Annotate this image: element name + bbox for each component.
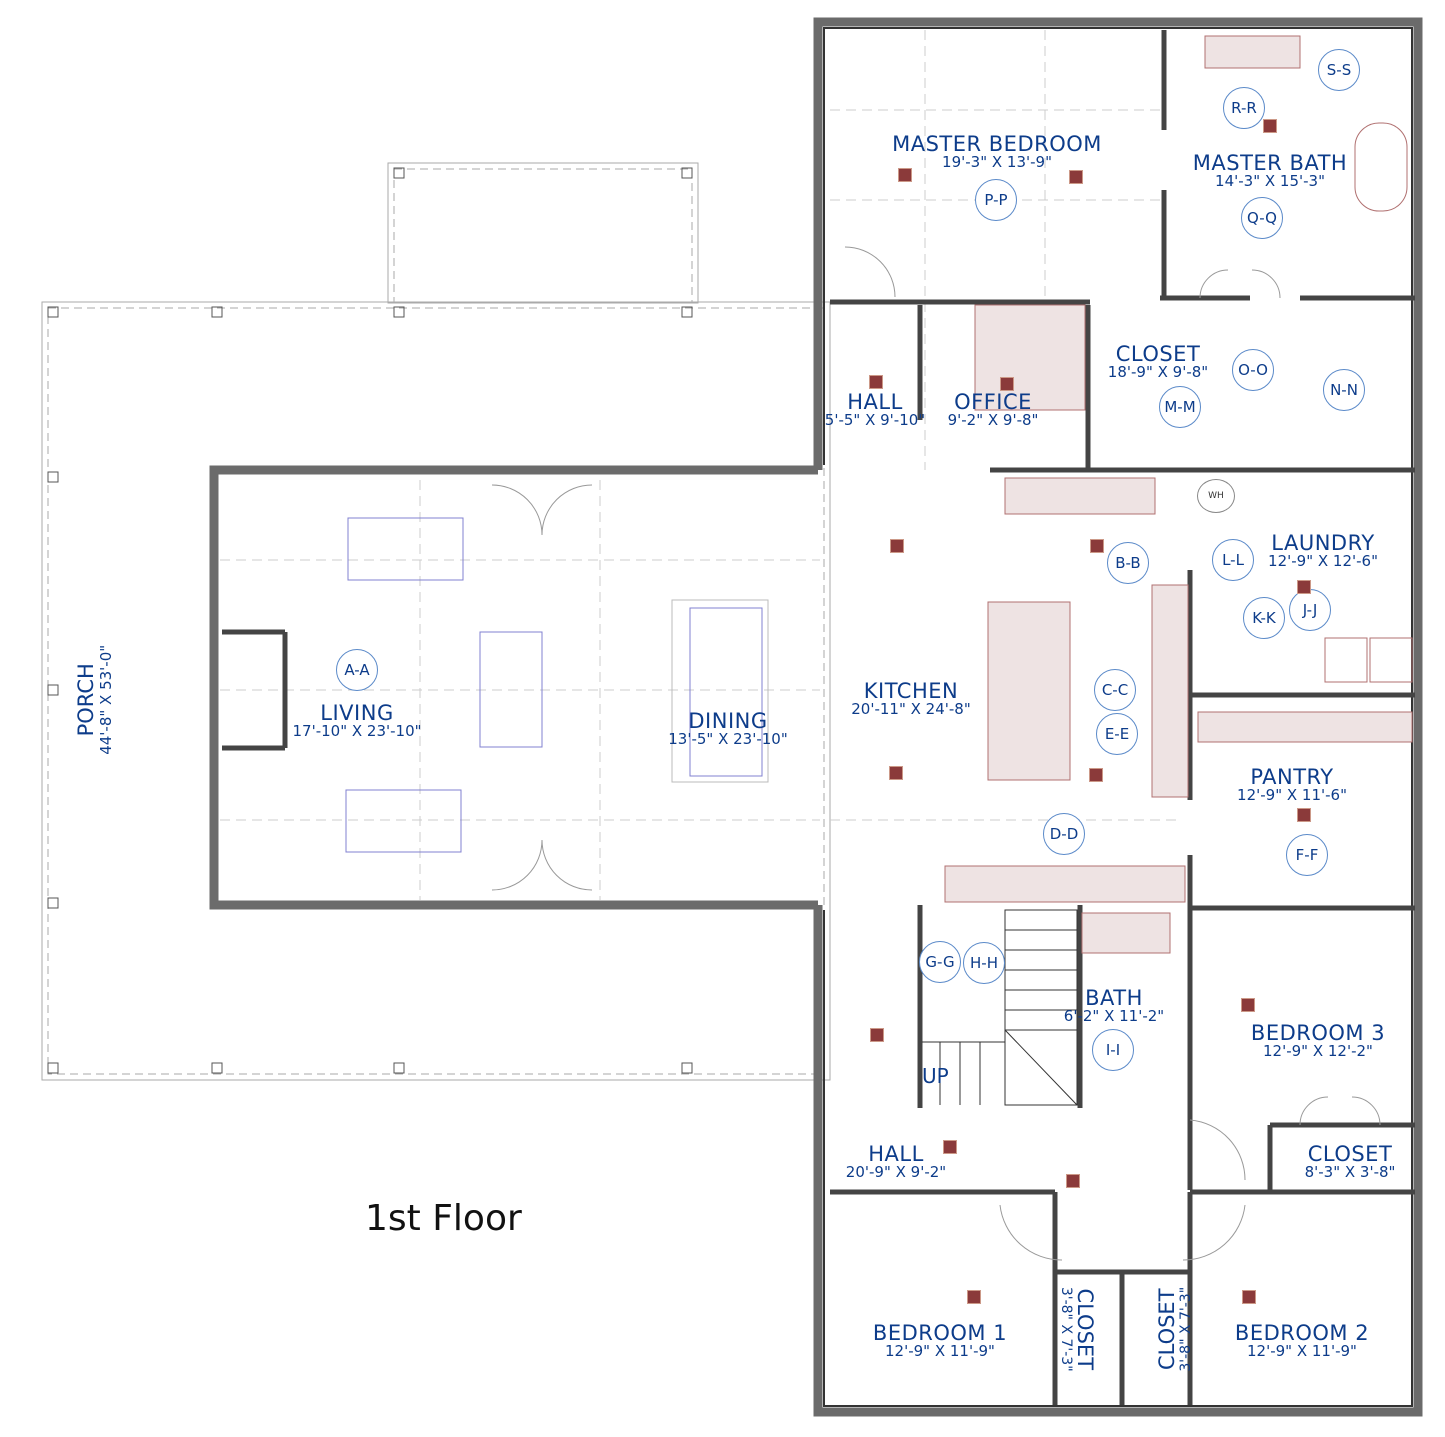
section-marker-l-l[interactable]: L-L xyxy=(1212,539,1254,581)
stairs-up-label: UP xyxy=(922,1064,949,1088)
vent-icon xyxy=(898,168,912,182)
section-marker-f-f[interactable]: F-F xyxy=(1286,834,1328,876)
section-marker-o-o[interactable]: O-O xyxy=(1232,349,1274,391)
vent-icon xyxy=(890,539,904,553)
section-marker-h-h[interactable]: H-H xyxy=(963,942,1005,984)
section-marker-i-i[interactable]: I-I xyxy=(1092,1029,1134,1071)
section-marker-e-e[interactable]: E-E xyxy=(1096,713,1138,755)
section-marker-c-c[interactable]: C-C xyxy=(1094,669,1136,711)
vent-icon xyxy=(1297,808,1311,822)
section-marker-b-b[interactable]: B-B xyxy=(1107,542,1149,584)
section-marker-g-g[interactable]: G-G xyxy=(919,941,961,983)
vent-icon xyxy=(1297,580,1311,594)
section-marker-s-s[interactable]: S-S xyxy=(1318,49,1360,91)
section-marker-p-p[interactable]: P-P xyxy=(975,179,1017,221)
floor-title: 1st Floor xyxy=(365,1198,522,1239)
vent-icon xyxy=(1090,539,1104,553)
vent-icon xyxy=(1069,170,1083,184)
section-marker-m-m[interactable]: M-M xyxy=(1159,386,1201,428)
porch-outline xyxy=(41,162,831,1081)
section-marker-r-r[interactable]: R-R xyxy=(1223,87,1265,129)
section-marker-k-k[interactable]: K-K xyxy=(1243,597,1285,639)
section-marker-q-q[interactable]: Q-Q xyxy=(1241,197,1283,239)
vent-icon xyxy=(1263,119,1277,133)
vent-icon xyxy=(967,1290,981,1304)
vent-icon xyxy=(869,375,883,389)
vent-icon xyxy=(870,1028,884,1042)
vent-icon xyxy=(1066,1174,1080,1188)
section-marker-d-d[interactable]: D-D xyxy=(1043,813,1085,855)
vent-icon xyxy=(1089,768,1103,782)
vent-icon xyxy=(889,766,903,780)
water-heater: WH xyxy=(1197,479,1235,513)
vent-icon xyxy=(1242,1290,1256,1304)
section-marker-j-j[interactable]: J-J xyxy=(1289,589,1331,631)
section-marker-n-n[interactable]: N-N xyxy=(1323,369,1365,411)
vent-icon xyxy=(1241,998,1255,1012)
vent-icon xyxy=(1000,377,1014,391)
section-marker-a-a[interactable]: A-A xyxy=(336,649,378,691)
vent-icon xyxy=(943,1140,957,1154)
